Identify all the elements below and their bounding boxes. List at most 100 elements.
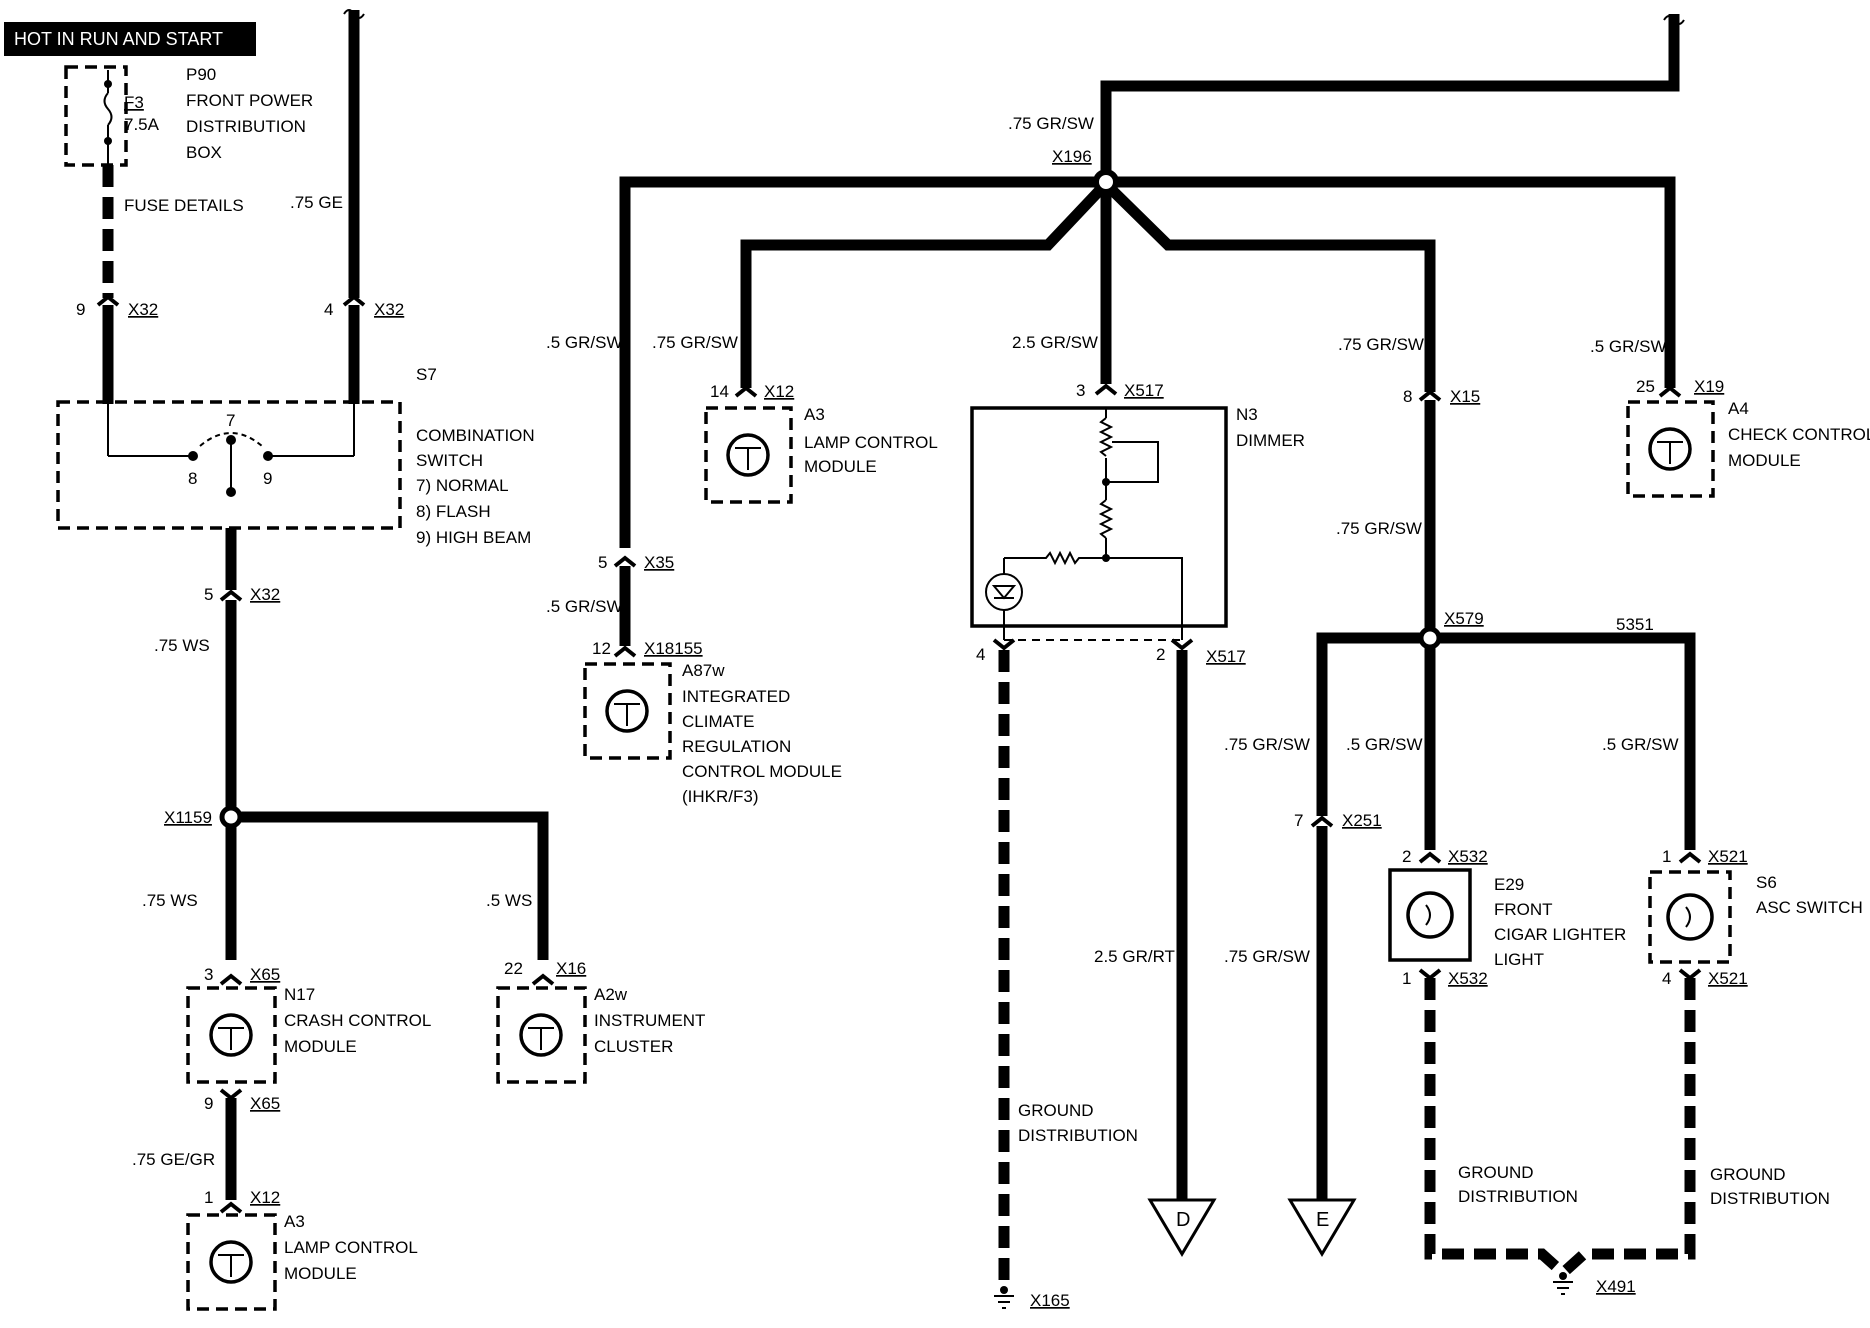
wire-label-5351: 5351: [1616, 615, 1654, 634]
pin-1-x532: 1: [1402, 969, 1411, 988]
pin-7: 7: [1294, 811, 1303, 830]
conn-x196: X196: [1052, 147, 1092, 166]
a4-id: A4: [1728, 399, 1749, 418]
wire-label-grsw-a3: .75 GR/SW: [652, 333, 738, 352]
s7-l4: 8) FLASH: [416, 502, 491, 521]
s7-l2: SWITCH: [416, 451, 483, 470]
wire-ground-x491-b: [1560, 978, 1696, 1277]
wire-x15: [1108, 186, 1436, 392]
conn-x32-b: X32: [374, 300, 404, 319]
a87w-l4: CONTROL MODULE: [682, 762, 842, 781]
wire-x251: [1316, 632, 1421, 816]
wire-x521: [1439, 632, 1696, 850]
conn-x491: X491: [1596, 1277, 1636, 1296]
n17-l1: CRASH CONTROL: [284, 1011, 431, 1030]
connector-x32-9: [96, 294, 120, 307]
ground-icon: [1553, 1281, 1573, 1295]
module-icon: [605, 689, 649, 733]
connector-x12-14: [734, 385, 758, 398]
connector-x32-4: [342, 294, 366, 307]
wire-label-gegr: .75 GE/GR: [132, 1150, 215, 1169]
n3-l1: DIMMER: [1236, 431, 1305, 450]
conn-x251: X251: [1342, 811, 1382, 830]
s6-l1: ASC SWITCH: [1756, 898, 1863, 917]
pin-4: 4: [324, 300, 333, 319]
wire-label-ge: .75 GE: [290, 193, 343, 212]
wire-label-ws: .75 WS: [154, 636, 210, 655]
fuse-box-line3: BOX: [186, 143, 222, 162]
conn-x1159: X1159: [164, 808, 212, 827]
a2w-id: A2w: [594, 985, 628, 1004]
s7-pin9: 9: [263, 469, 272, 488]
check-control-module-box: [1626, 400, 1715, 498]
ref-e: E: [1316, 1209, 1329, 1231]
lamp-icon: [1406, 891, 1454, 939]
conn-x65-a: X65: [250, 965, 280, 984]
climate-module-box: [583, 662, 672, 760]
a2w-l1: INSTRUMENT: [594, 1011, 705, 1030]
connector-x251-7: [1310, 815, 1334, 828]
module-icon: [519, 1013, 563, 1057]
wire-label-ws-05: .5 WS: [486, 891, 532, 910]
pin-3-x65: 3: [204, 965, 213, 984]
wire-label-grsw-x521: .5 GR/SW: [1602, 735, 1679, 754]
pin-9-x65: 9: [204, 1094, 213, 1113]
header-bar: [4, 22, 256, 56]
e29-id: E29: [1494, 875, 1524, 894]
pin-9: 9: [76, 300, 85, 319]
a87w-l3: REGULATION: [682, 737, 791, 756]
pin-3-x517: 3: [1076, 381, 1085, 400]
a3b-l1: LAMP CONTROL: [284, 1238, 418, 1257]
s7-l5: 9) HIGH BEAM: [416, 528, 531, 547]
fuse-box-outline: [64, 65, 128, 167]
conn-x32-a: X32: [128, 300, 158, 319]
pin-14: 14: [710, 382, 729, 401]
a87w-id: A87w: [682, 661, 725, 680]
connector-x65-3: [219, 973, 243, 986]
conn-x15: X15: [1450, 387, 1480, 406]
a3t-l2: MODULE: [804, 457, 877, 476]
n3-id: N3: [1236, 405, 1258, 424]
fuse-box-line1: FRONT POWER: [186, 91, 313, 110]
wire-label-ws-b: .75 WS: [142, 891, 198, 910]
wire-ground-x491-a: [1424, 978, 1566, 1277]
wire-label-grsw-e: .75 GR/SW: [1224, 947, 1310, 966]
connector-x532-2: [1418, 851, 1442, 864]
header-title: HOT IN RUN AND START: [14, 29, 223, 49]
pin-22: 22: [504, 959, 523, 978]
connector-x12-1: [219, 1201, 243, 1214]
pin-12: 12: [592, 639, 611, 658]
connector-x521-4: [1678, 968, 1702, 981]
s6-id: S6: [1756, 873, 1777, 892]
module-icon: [1648, 427, 1692, 471]
e29-l1: FRONT: [1494, 900, 1553, 919]
n17-l2: MODULE: [284, 1037, 357, 1056]
ground-label-2a: GROUND: [1458, 1163, 1534, 1182]
conn-x19: X19: [1694, 377, 1724, 396]
dimmer-box: [970, 406, 1228, 628]
connector-x32-5: [219, 589, 243, 602]
a4-l2: MODULE: [1728, 451, 1801, 470]
a3b-id: A3: [284, 1212, 305, 1231]
pin-2-x532: 2: [1402, 847, 1411, 866]
e29-l2: CIGAR LIGHTER: [1494, 925, 1626, 944]
wire-label-grsw-x251: .75 GR/SW: [1224, 735, 1310, 754]
connector-x517-2: [1170, 638, 1194, 651]
s7-l1: COMBINATION: [416, 426, 535, 445]
connector-x517-4: [992, 638, 1016, 651]
pin-2-x517: 2: [1156, 645, 1165, 664]
conn-x521-a: X521: [1708, 847, 1748, 866]
a3t-l1: LAMP CONTROL: [804, 433, 938, 452]
splice-x1159: [219, 805, 243, 829]
connector-x19-25: [1658, 385, 1682, 398]
s7-pin8: 8: [188, 469, 197, 488]
wire-label-grsw-mid: .75 GR/SW: [1336, 519, 1422, 538]
fuse-id: F3: [124, 93, 144, 112]
pin-4-x517: 4: [976, 645, 985, 664]
wire-label-grsw-x532: .5 GR/SW: [1346, 735, 1423, 754]
ground-icon: [994, 1295, 1014, 1309]
pin-1-x12: 1: [204, 1188, 213, 1207]
wire-label-grsw-05-left: .5 GR/SW: [546, 333, 623, 352]
a2w-l2: CLUSTER: [594, 1037, 673, 1056]
